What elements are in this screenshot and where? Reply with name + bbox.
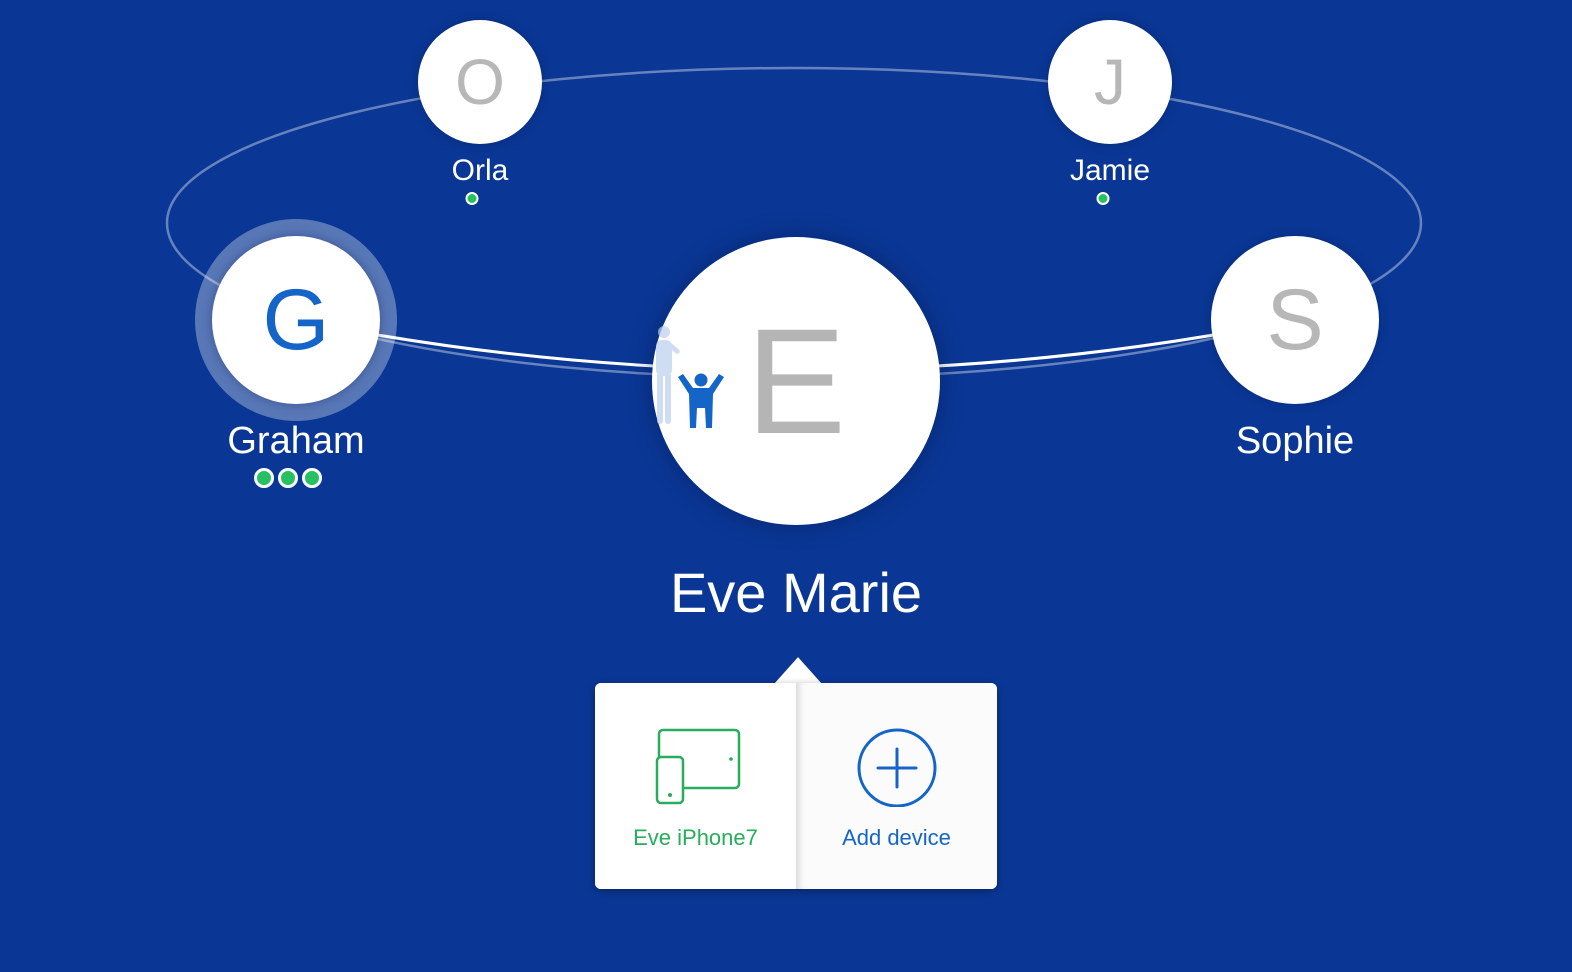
member-name-eve: Eve Marie bbox=[669, 561, 923, 624]
member-name-graham: Graham bbox=[227, 420, 365, 462]
device-tile-eve-iphone7[interactable]: Eve iPhone7 bbox=[595, 683, 796, 889]
avatar-initial: G bbox=[262, 272, 330, 368]
device-popover: Eve iPhone7 Add device bbox=[595, 683, 997, 889]
avatar-initial: E bbox=[745, 297, 847, 465]
member-avatar-graham[interactable]: G bbox=[212, 236, 380, 404]
add-device-label: Add device bbox=[842, 825, 951, 850]
device-status-dots bbox=[465, 192, 479, 205]
member-avatar-sophie[interactable]: S bbox=[1211, 236, 1379, 404]
avatar-initial: O bbox=[455, 46, 505, 118]
plus-circle-icon bbox=[857, 728, 936, 807]
online-status-dot bbox=[302, 468, 322, 488]
member-avatar-jamie[interactable]: J bbox=[1048, 20, 1172, 144]
device-status-dots bbox=[254, 468, 322, 488]
online-status-dot bbox=[465, 192, 479, 205]
online-status-dot bbox=[1096, 192, 1110, 205]
popover-arrow bbox=[773, 656, 823, 685]
member-name-orla: Orla bbox=[451, 154, 509, 187]
device-status-dots bbox=[1096, 192, 1110, 205]
member-name-jamie: Jamie bbox=[1069, 154, 1151, 187]
add-device-button[interactable]: Add device bbox=[796, 683, 997, 889]
avatar-initial: S bbox=[1266, 272, 1324, 368]
member-avatar-orla[interactable]: O bbox=[418, 20, 542, 144]
devices-icon bbox=[655, 728, 740, 805]
online-status-dot bbox=[254, 468, 274, 488]
child-icon bbox=[656, 326, 724, 428]
avatar-initial: J bbox=[1094, 46, 1126, 118]
online-status-dot bbox=[278, 468, 298, 488]
device-label: Eve iPhone7 bbox=[633, 825, 758, 850]
member-name-sophie: Sophie bbox=[1235, 420, 1355, 462]
